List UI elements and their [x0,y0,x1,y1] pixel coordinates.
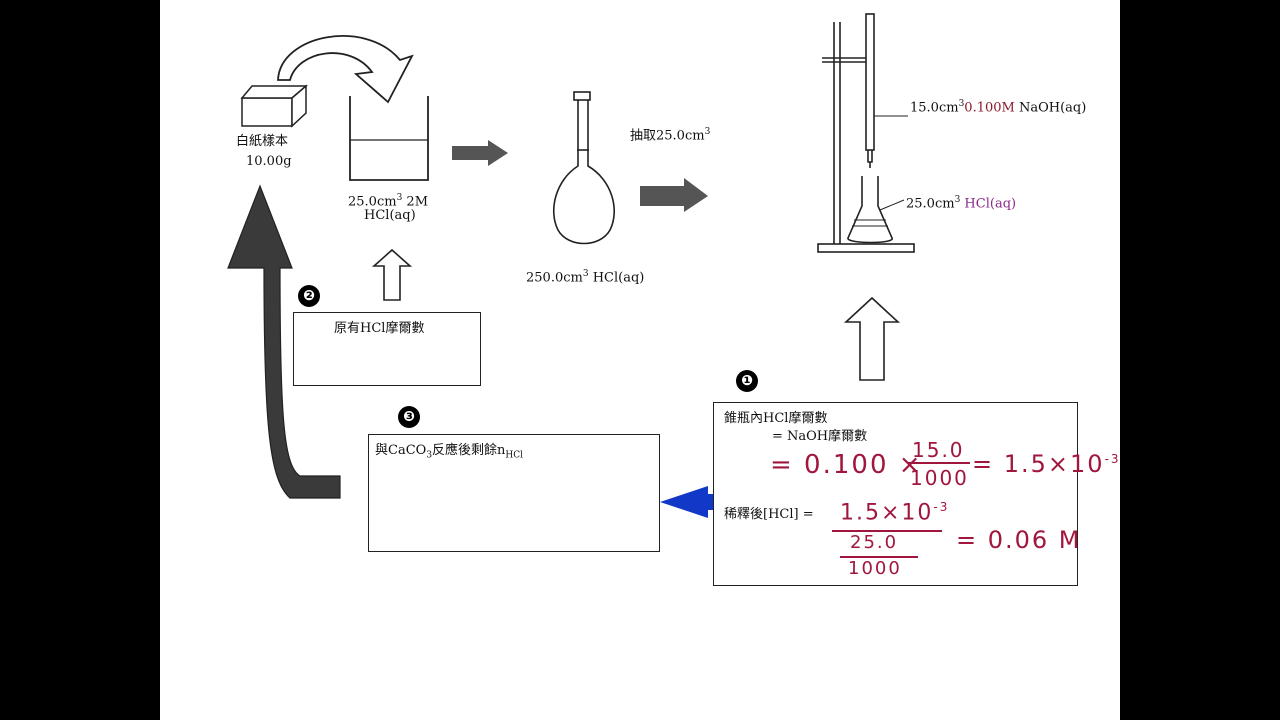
original-moles-box: 原有HCl摩爾數 [293,312,481,386]
paper-sample-block [240,84,309,128]
beaker [349,96,429,181]
return-arrow [227,184,341,499]
transfer-curve-arrow [277,35,414,104]
burette-label: 15.0cm30.100M NaOH(aq) [910,99,1087,116]
calc1-result: = 1.5×10-3mol [972,450,1120,478]
calc1-numerator: 15.0 [912,438,965,462]
step-1-marker: ❶ [736,370,758,392]
flask-volume-label: 250.0cm3 HCl(aq) [526,269,645,286]
hollow-up-arrows [371,248,901,381]
step-3-marker: ❸ [398,406,420,428]
volumetric-flask [553,91,615,245]
conical-flask-label: 25.0cm3 HCl(aq) [906,195,1017,212]
calc2-den-denominator: 1000 [848,558,902,579]
flask-moles-line2: = NaOH摩爾數 [772,429,868,444]
original-moles-text: 原有HCl摩爾數 [334,321,425,336]
diagram-canvas: 白紙樣本 10.00g 25.0cm3 2M HCl(aq) 250.0cm3 … [160,0,1120,720]
beaker-volume-label: 25.0cm3 2M [348,193,429,210]
diluted-concentration-label: 稀釋後[HCl] = [724,507,814,522]
remaining-moles-box: 與CaCO3反應後剩餘nHCl [368,434,660,552]
paper-mass-label: 10.00g [246,154,292,169]
paper-sample-label: 白紙樣本 [236,134,289,149]
calc1-lhs: = 0.100 × [770,450,923,480]
calc1-denominator: 1000 [910,466,969,490]
calc2-den-numerator: 25.0 [850,532,899,553]
titration-setup [817,13,915,253]
calc2-inner-fraction-bar [840,556,918,558]
calc2-fraction-bar [832,530,942,532]
beaker-solution-label: HCl(aq) [364,208,416,223]
apparatus-drawing [227,13,915,518]
flask-moles-box: 錐瓶內HCl摩爾數 = NaOH摩爾數 稀釋後[HCl] = [713,402,1078,586]
calc1-fraction-bar [908,462,970,464]
pipette-volume-label: 抽取25.0cm3 [630,127,711,144]
gray-right-arrows [452,140,708,212]
remaining-moles-text: 與CaCO3反應後剩餘nHCl [375,443,524,461]
calc2-numerator: 1.5×10-3 [840,500,950,526]
step-2-marker: ❷ [298,285,320,307]
calc2-result: = 0.06 M [956,526,1082,554]
flask-moles-line1: 錐瓶內HCl摩爾數 [724,411,828,426]
